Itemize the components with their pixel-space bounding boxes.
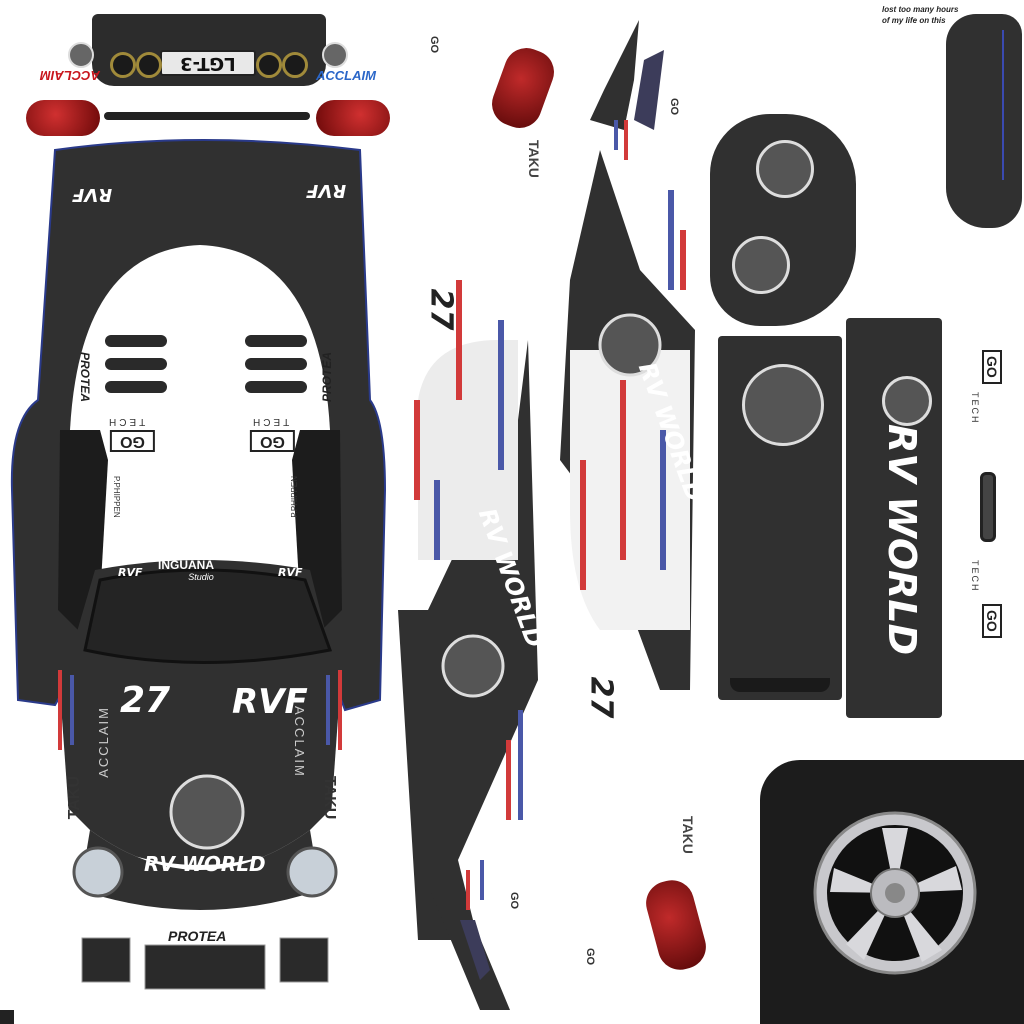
- go-logo-right-top: GO: [982, 350, 1002, 384]
- go-logo-bottom-mid: GO: [584, 948, 596, 966]
- rear-spoiler-lip: [104, 112, 310, 120]
- driver-name-right: P.PHIPPEN: [290, 476, 299, 518]
- rvf-logo-rear-right: RVF: [306, 180, 347, 201]
- exhaust-left-1: [110, 52, 136, 78]
- author-note-line2: of my life on this: [882, 16, 946, 25]
- acclaim-hood-left: ACCLAIM: [96, 706, 111, 778]
- tail-light-right: [316, 100, 390, 136]
- tail-light-side-top: [485, 41, 561, 135]
- spoiler-blade-edge: [730, 678, 830, 692]
- go-logo-endplate-top: GO: [668, 98, 680, 116]
- go-logo-side-top: GO: [428, 36, 440, 54]
- car-top-view: [10, 139, 387, 990]
- go-logo-right-bottom: GO: [982, 604, 1002, 638]
- acclaim-logo-left: ACCLAIM: [40, 68, 100, 83]
- tech-label-left: TECH: [106, 416, 146, 427]
- rv-badge-spoiler-rear: [882, 376, 932, 426]
- spoiler-endplate-bottom: [430, 860, 510, 1010]
- rvf-logo-rear-left: RVF: [72, 184, 113, 205]
- exhaust-left-2: [136, 52, 162, 78]
- protea-logo-right: PROTEA: [320, 352, 334, 403]
- side-panel-left: [398, 280, 538, 940]
- door-handle: [980, 472, 996, 542]
- acclaim-hood-right: ACCLAIM: [292, 706, 307, 778]
- taku-logo-side-top: TAKU: [526, 140, 542, 178]
- side-panel-right: [560, 150, 695, 690]
- corner-marker: [0, 1010, 14, 1024]
- roof-blob: [946, 14, 1022, 228]
- rvf-logo-windscreen-right: RVF: [278, 566, 303, 579]
- inguana-logo: INGUANA Studio: [158, 558, 214, 582]
- go-logo-endplate-bottom: GO: [508, 892, 520, 910]
- tail-light-side-bottom: [641, 875, 711, 975]
- tech-label-right-top: TECH: [970, 392, 980, 425]
- protea-logo-left: PROTEA: [78, 352, 92, 403]
- license-plate-text: LGT-3: [180, 52, 236, 74]
- exhaust-right-1: [256, 52, 282, 78]
- car-number-side-left: 27: [423, 288, 459, 331]
- badge-left-icon: [68, 42, 94, 68]
- author-note: lost too many hours of my life on this: [882, 4, 958, 26]
- spoiler-endplate-top: [590, 20, 664, 160]
- inguana-studio-text: Studio: [188, 572, 214, 582]
- badge-right-icon: [322, 42, 348, 68]
- license-plate: LGT-3: [160, 50, 256, 76]
- rvf-logo-windscreen-left: RVF: [118, 566, 143, 579]
- rv-badge-mirror-top: [756, 140, 814, 198]
- tail-light-left: [26, 100, 100, 136]
- rvf-logo-hood: RVF: [232, 682, 308, 722]
- exhaust-right-2: [282, 52, 308, 78]
- inguana-logo-text: INGUANA: [158, 558, 214, 572]
- taku-logo-side-bottom: TAKU: [680, 816, 696, 854]
- taku-logo-left: TAKU: [66, 776, 83, 820]
- tech-label-right: TECH: [250, 416, 290, 427]
- rv-badge-mirror-bottom: [732, 236, 790, 294]
- protea-logo-front: PROTEA: [168, 928, 227, 944]
- driver-name-left: P.PHIPPEN: [112, 476, 121, 518]
- go-logo-right: GO: [250, 430, 295, 452]
- tech-label-right-bottom: TECH: [970, 560, 980, 593]
- acclaim-logo-right: ACCLAIM: [316, 68, 376, 83]
- car-number-side-right: 27: [583, 676, 619, 719]
- car-number-hood: 27: [120, 680, 171, 721]
- rv-badge-spoiler: [742, 364, 824, 446]
- rv-world-spoiler: RV WORLD: [880, 424, 924, 656]
- go-logo-left: GO: [110, 430, 155, 452]
- roof-blob-blue-line: [1002, 30, 1004, 180]
- author-note-line1: lost too many hours: [882, 5, 959, 14]
- taku-logo-right: TAKU: [321, 776, 338, 820]
- wheel-rim-icon: [813, 811, 977, 975]
- rv-world-hood: RV WORLD: [144, 852, 266, 876]
